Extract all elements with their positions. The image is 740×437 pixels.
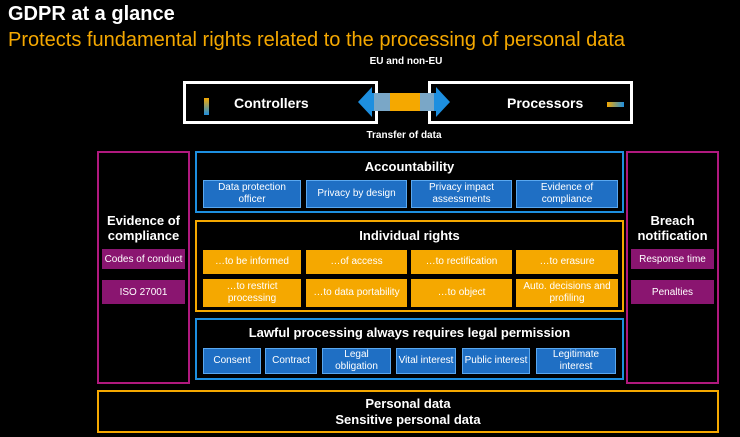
breach-title: Breach notification (637, 213, 708, 243)
codes-of-conduct-item: Codes of conduct (102, 249, 185, 269)
sensitive-data-label: Sensitive personal data (335, 412, 481, 427)
lawful-processing-section: Lawful processing always requires legal … (195, 318, 624, 380)
evidence-panel: Evidence of compliance Codes of conduct … (97, 151, 190, 384)
penalties-item: Penalties (631, 280, 714, 304)
right-portability: …to data portability (306, 279, 407, 307)
flow-top-label: EU and non-EU (369, 56, 443, 67)
legal-obligation-item: Legal obligation (322, 348, 391, 374)
right-auto-decisions: Auto. decisions and profiling (516, 279, 618, 307)
flow-bottom-label: Transfer of data (366, 130, 442, 141)
lawful-title: Lawful processing always requires legal … (248, 325, 571, 340)
breach-panel: Breach notification Response time Penalt… (626, 151, 719, 384)
accountability-section: Accountability Data protection officer P… (195, 151, 624, 213)
page-subtitle: Protects fundamental rights related to t… (8, 29, 626, 51)
transfer-arrow-icon (358, 87, 450, 117)
contract-item: Contract (265, 348, 317, 374)
personal-data-box: Personal data Sensitive personal data (97, 390, 719, 433)
right-object: …to object (411, 279, 512, 307)
legitimate-interest-item: Legitimate interest (536, 348, 616, 374)
right-access: …of access (306, 250, 407, 274)
processors-label: Processors (507, 95, 584, 111)
consent-item: Consent (203, 348, 261, 374)
right-informed: …to be informed (203, 250, 301, 274)
rights-title: Individual rights (359, 228, 460, 243)
vital-interest-item: Vital interest (396, 348, 456, 374)
controllers-box: Controllers (183, 81, 378, 124)
public-interest-item: Public interest (462, 348, 530, 374)
processors-box: Processors (428, 81, 633, 124)
right-erasure: …to erasure (516, 250, 618, 274)
processors-bar-icon (607, 102, 624, 107)
page-title: GDPR at a glance (8, 3, 175, 25)
response-time-item: Response time (631, 249, 714, 269)
privacy-impact-item: Privacy impact assessments (411, 180, 512, 208)
privacy-by-design-item: Privacy by design (306, 180, 407, 208)
individual-rights-section: Individual rights …to be informed …of ac… (195, 220, 624, 312)
dpo-item: Data protection officer (203, 180, 301, 208)
right-rectification: …to rectification (411, 250, 512, 274)
accountability-title: Accountability (364, 159, 455, 174)
evidence-title: Evidence of compliance (107, 213, 180, 243)
right-restrict: …to restrict processing (203, 279, 301, 307)
evidence-compliance-item: Evidence of compliance (516, 180, 618, 208)
controllers-bar-icon (204, 98, 209, 115)
personal-data-label: Personal data (365, 396, 451, 411)
controllers-label: Controllers (234, 95, 309, 111)
iso-27001-item: ISO 27001 (102, 280, 185, 304)
